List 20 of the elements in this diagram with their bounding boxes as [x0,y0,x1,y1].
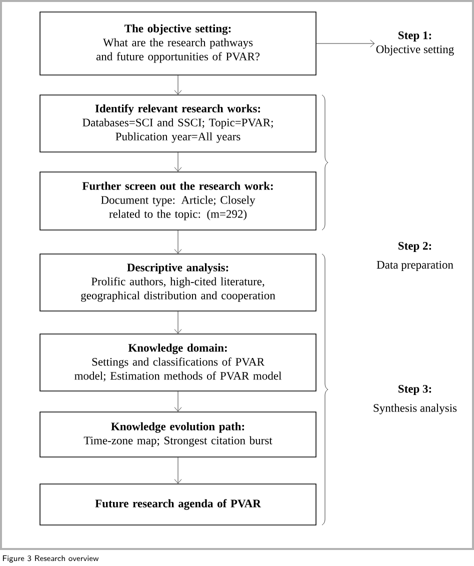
process-box: Identify relevant research works: Databases=SCI and SSCI; Topic=PVAR; Publication year=All years [40,94,316,152]
step-label: Synthesis analysis [374,404,457,414]
arrow [316,40,375,48]
process-box: Descriptive analysis: Prolific authors, high-cited literature, geographical distribution and cooperation [40,254,316,312]
process-box: Further screen out the research work: Document type: Article; Closely related to the topic: (m=292) [40,172,316,230]
caption: Figure 3 Research overview [2,555,99,563]
step-label: Step 3: [398,384,432,396]
step-label: Step 1: Objective setting [376,31,454,56]
step-label: Step 2: [398,242,432,252]
process-box: Knowledge domain: Settings and classifications of PVAR model; Estimation methods of PVAR model [40,334,316,392]
process-box: Future research agenda of PVAR [40,484,316,526]
arrow [174,457,182,484]
process-box: Knowledge evolution path: Time-zone map; Strongest citation burst [40,412,316,458]
arrow [174,311,182,334]
arrow [174,75,182,94]
arrow [174,152,182,172]
arrow [174,230,182,254]
step-label: Data preparation [376,260,454,272]
process-box: The objective setting: What are the research pathways and future opportunities of PVAR? [40,12,316,76]
arrow [174,391,182,412]
